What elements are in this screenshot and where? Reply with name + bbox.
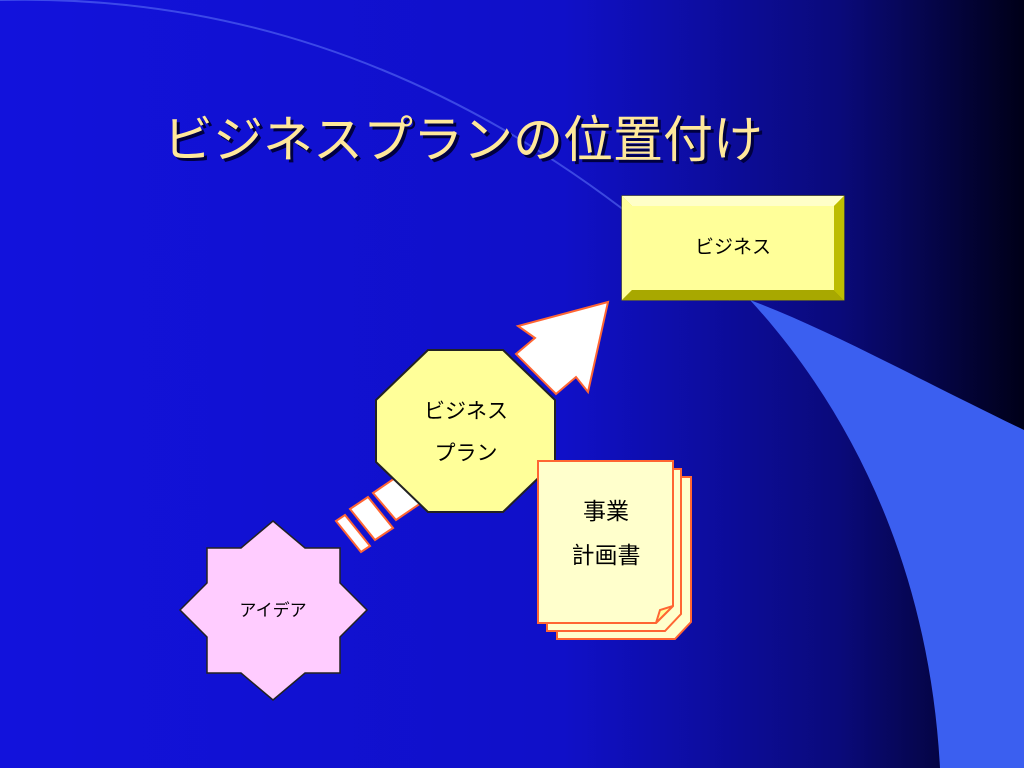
business-plan-document — [537, 460, 692, 640]
arrow-to-business — [514, 300, 610, 396]
business-box-face — [632, 206, 834, 290]
document-folded-corner — [655, 605, 674, 624]
business-plan-octagon — [375, 349, 556, 513]
document-label-line1: 事業 — [583, 499, 629, 525]
business-box-bevel-right — [834, 196, 844, 300]
idea-label: アイデア — [239, 601, 307, 621]
document-label-line2: 計画書 — [571, 543, 641, 569]
document-label: 事業 計画書 — [538, 490, 674, 578]
business-box-label: ビジネス — [694, 236, 771, 258]
business-box — [621, 195, 845, 301]
business-box-bevel-top — [622, 196, 844, 206]
background-sweep — [750, 300, 1024, 768]
arrow-tail-segment-1 — [334, 513, 372, 554]
business-box-bevel-left — [622, 196, 632, 300]
business-plan-label-line2: プラン — [434, 441, 498, 465]
business-plan-label-line1: ビジネス — [424, 399, 508, 423]
idea-star — [178, 520, 369, 701]
slide-title: ビジネスプランの位置付け — [163, 111, 763, 169]
arrow-tail-segment-2 — [348, 495, 395, 542]
business-box-bevel-bottom — [622, 290, 844, 300]
business-plan-label: ビジネス プラン — [378, 390, 554, 474]
